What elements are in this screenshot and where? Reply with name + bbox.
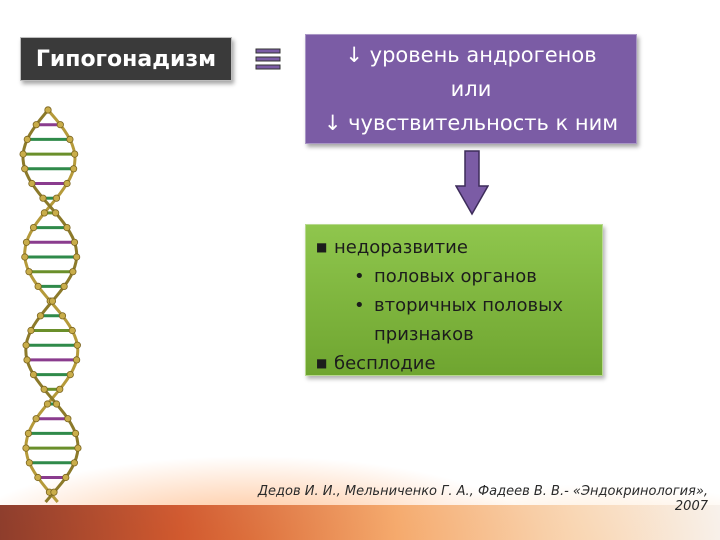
slide-title: Гипогонадизм bbox=[20, 37, 232, 81]
list-item: ■ бесплодие bbox=[316, 349, 592, 378]
definition-box: ↓ уровень андрогенов или ↓ чувствительно… bbox=[305, 34, 637, 144]
list-item-continuation: признаков bbox=[374, 324, 474, 345]
down-arrow-icon bbox=[455, 150, 489, 216]
definition-line-3: ↓ чувствительность к ним bbox=[323, 111, 619, 135]
list-item: ■ недоразвитие bbox=[316, 233, 592, 262]
consequences-box: ■ недоразвитие • половых органов • втори… bbox=[305, 224, 603, 376]
footer-band bbox=[0, 505, 720, 540]
definition-line-2: или bbox=[450, 77, 492, 101]
list-item: • половых органов bbox=[316, 262, 592, 291]
definition-line-1: ↓ уровень андрогенов bbox=[345, 43, 597, 67]
list-item: • вторичных половых bbox=[316, 291, 592, 320]
equivalence-icon bbox=[255, 48, 281, 70]
square-bullet-icon: ■ bbox=[316, 356, 328, 370]
square-bullet-icon: ■ bbox=[316, 240, 328, 254]
dna-helix-image bbox=[19, 106, 82, 503]
source-citation: Дедов И. И., Мельниченко Г. А., Фадеев В… bbox=[257, 484, 708, 514]
bullet-icon: • bbox=[354, 266, 365, 287]
bullet-icon: • bbox=[354, 295, 365, 316]
